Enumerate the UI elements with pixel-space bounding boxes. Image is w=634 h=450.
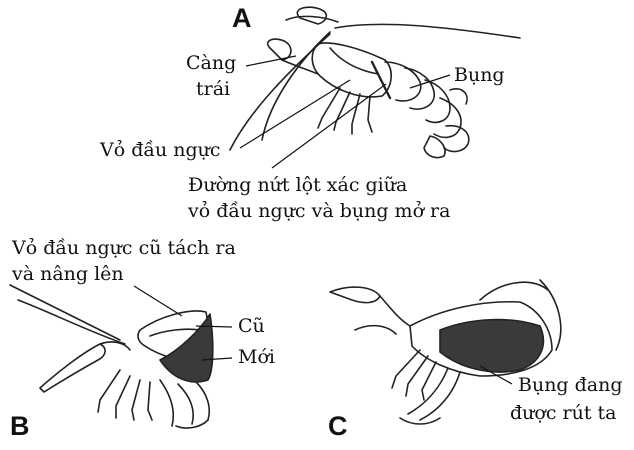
label-duong-nut-line1: Đường nứt lột xác giữa	[188, 174, 407, 197]
label-bung-rut-line2: được rút ta	[510, 402, 616, 425]
label-bung: Bụng	[454, 64, 505, 87]
label-bung-rut-line1: Bụng đang	[518, 374, 623, 397]
panel-label-b: B	[10, 412, 30, 440]
leader-vo-cu	[134, 286, 182, 316]
leader-vo-dau-nguc	[240, 80, 350, 148]
panel-label-a: A	[232, 4, 252, 32]
label-vo-dau-nguc: Vỏ đầu ngực	[100, 139, 221, 162]
crayfish-b-drawing	[10, 285, 213, 428]
leader-cang-trai	[246, 56, 296, 66]
label-vo-cu-line2: và nâng lên	[12, 263, 124, 286]
label-duong-nut-line2: vỏ đầu ngực và bụng mở ra	[188, 200, 450, 223]
leader-bung	[410, 75, 450, 88]
label-vo-cu-line1: Vỏ đầu ngực cũ tách ra	[12, 237, 236, 260]
label-cu: Cũ	[238, 315, 265, 338]
label-moi: Mới	[238, 346, 275, 369]
panel-label-c: C	[328, 412, 348, 440]
label-cang-trai-line1: Càng	[186, 52, 236, 75]
label-cang-trai-line2: trái	[196, 78, 230, 101]
leader-duong-nut	[272, 84, 386, 168]
